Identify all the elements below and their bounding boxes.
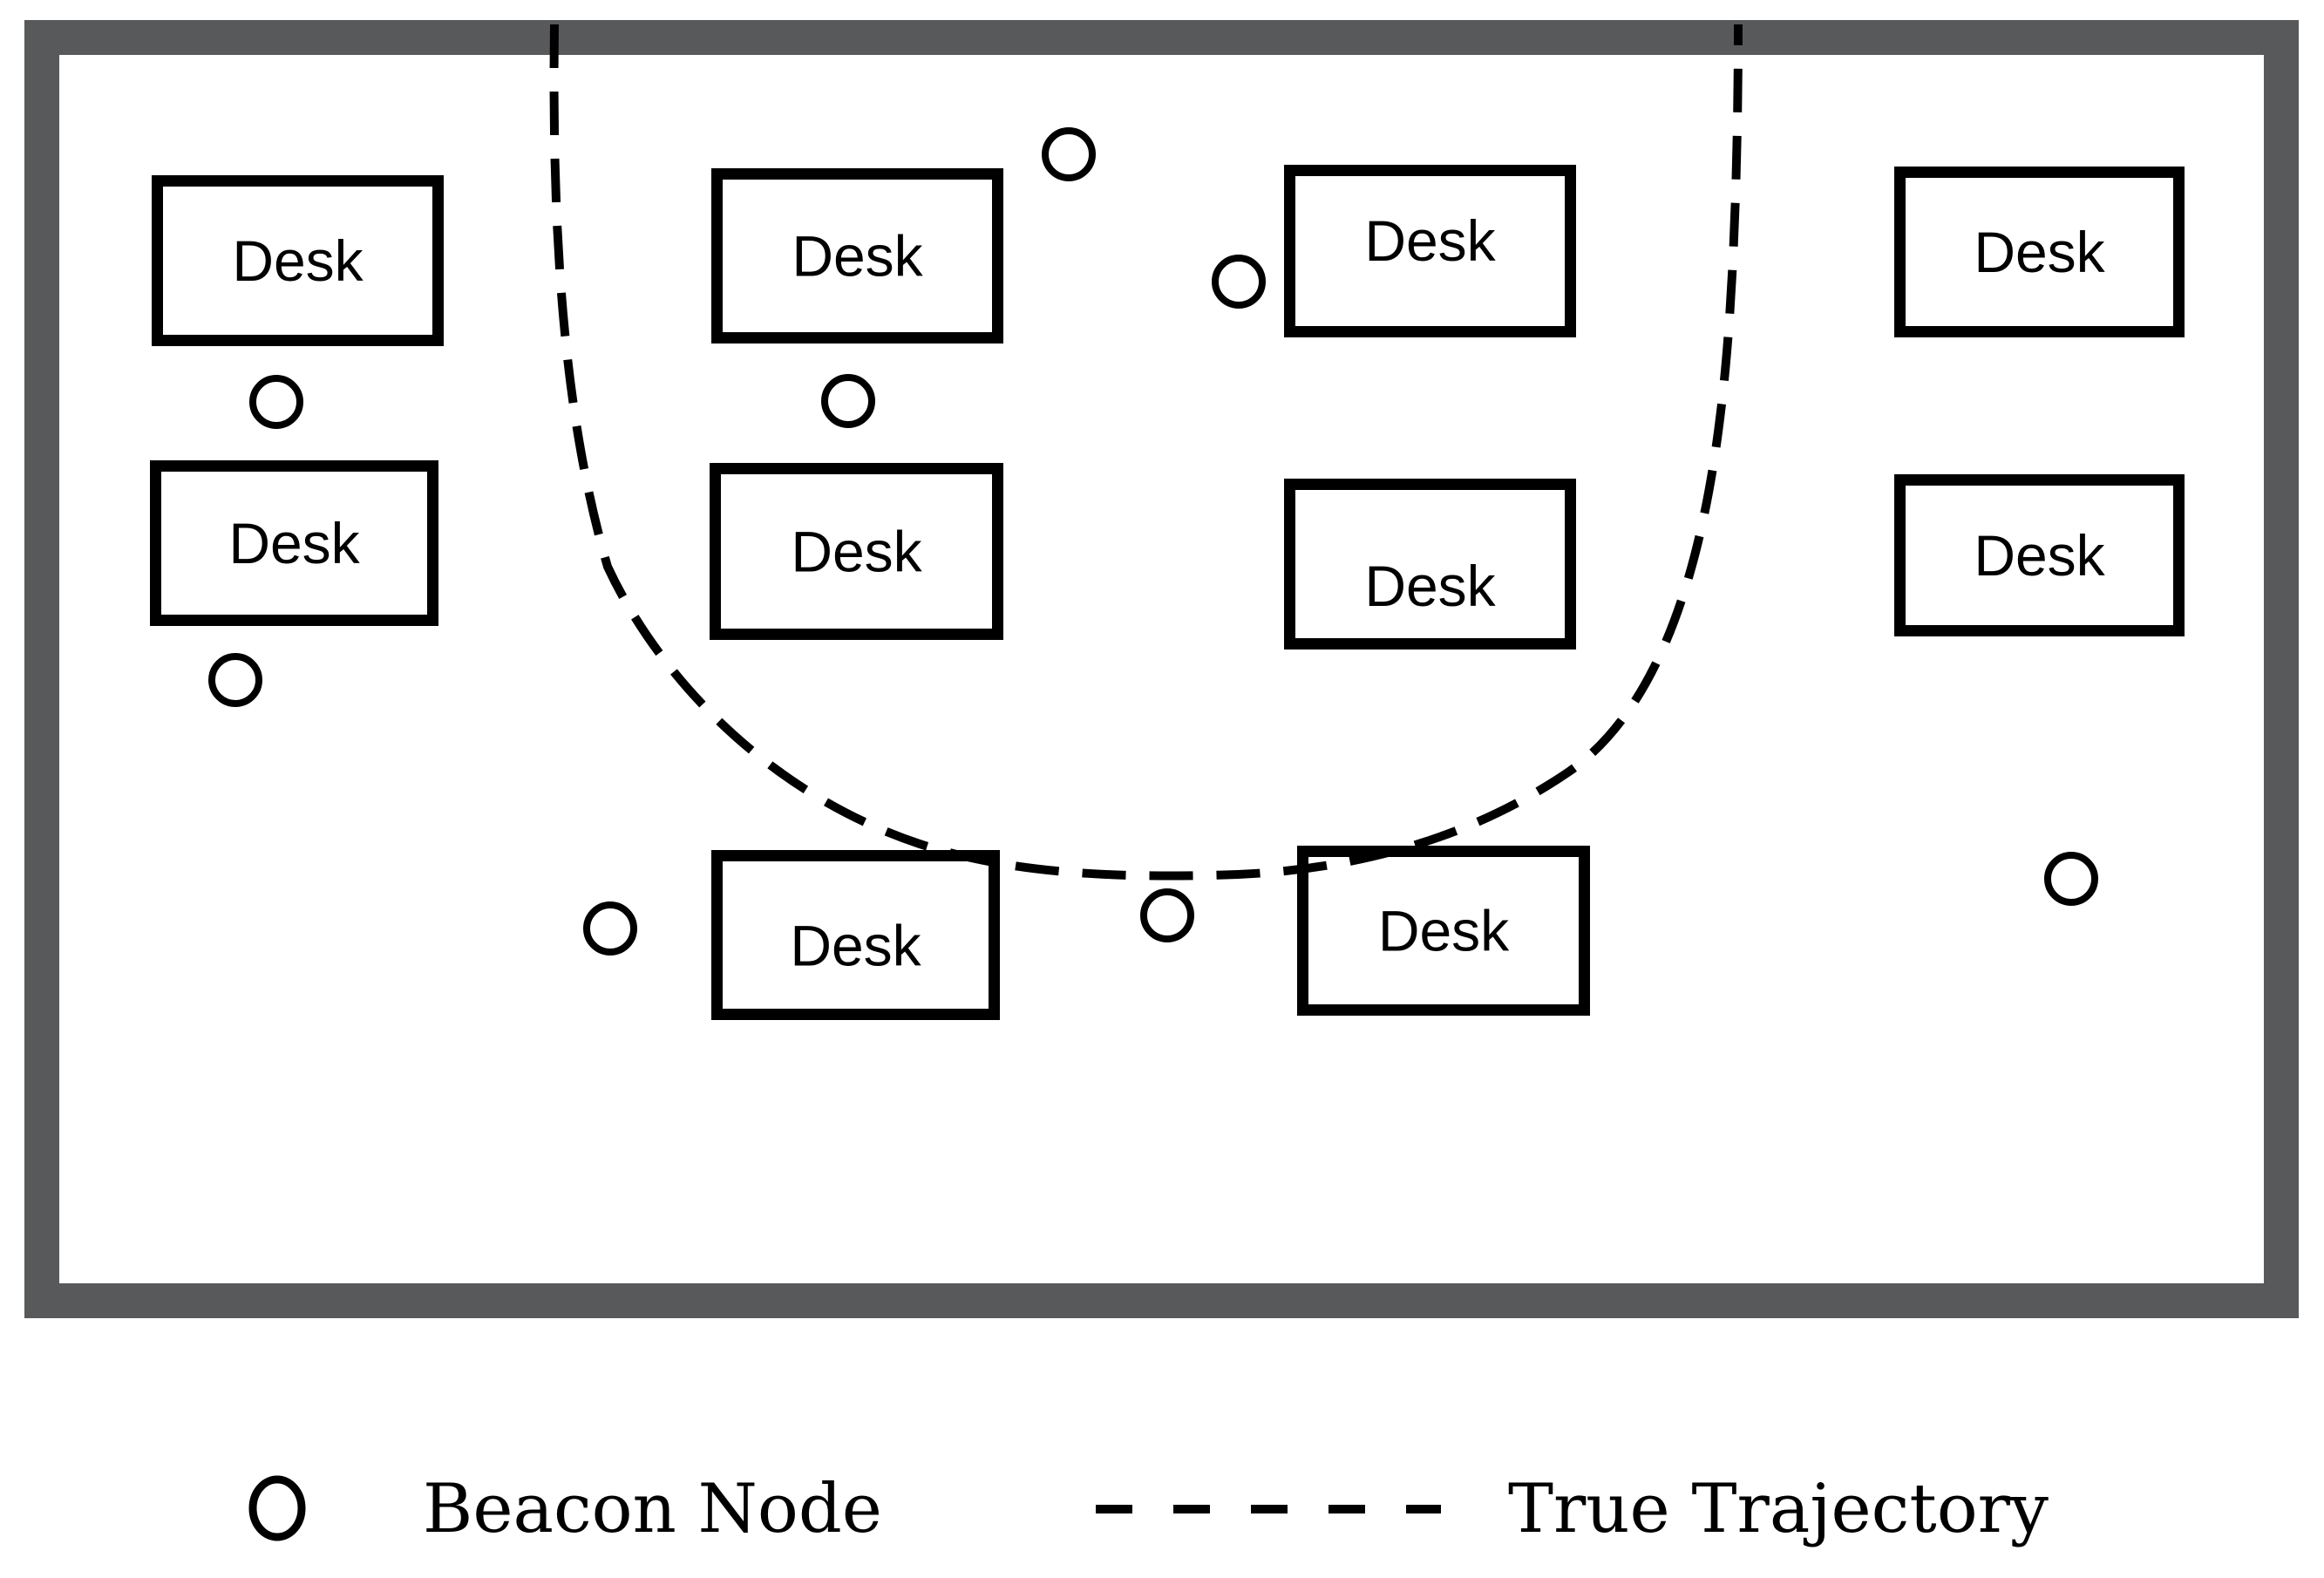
legend-beacon-label: Beacon Node bbox=[423, 1470, 882, 1548]
legend-trajectory-label: True Trajectory bbox=[1508, 1470, 2049, 1548]
desk-rect bbox=[1894, 474, 2185, 636]
desk-label: Desk bbox=[1364, 554, 1496, 618]
true-trajectory-path bbox=[549, 24, 1743, 881]
desk: Desk bbox=[1894, 167, 2185, 337]
beacon-node-icon bbox=[1212, 255, 1266, 309]
beacon-node-icon bbox=[821, 374, 875, 428]
desk-label: Desk bbox=[1378, 899, 1510, 963]
desk: Desk bbox=[152, 175, 444, 346]
desk-rect bbox=[1297, 846, 1590, 1016]
desk-rect bbox=[1284, 165, 1576, 337]
beacon-node-icon bbox=[1042, 127, 1096, 181]
desk: Desk bbox=[710, 463, 1003, 640]
desk-label: Desk bbox=[792, 224, 923, 289]
desk: Desk bbox=[1297, 846, 1590, 1016]
desk: Desk bbox=[1894, 474, 2185, 636]
desk-label: Desk bbox=[1974, 523, 2105, 588]
desk-label: Desk bbox=[232, 228, 364, 293]
desk-label: Desk bbox=[228, 511, 360, 575]
beacon-node-icon bbox=[248, 1475, 306, 1541]
desk-label: Desk bbox=[790, 914, 921, 978]
desk-label: Desk bbox=[1974, 220, 2105, 284]
desk: Desk bbox=[1284, 479, 1576, 650]
desk-rect bbox=[152, 175, 444, 346]
desk-rect bbox=[150, 460, 438, 626]
desk: Desk bbox=[150, 460, 438, 626]
desk: Desk bbox=[711, 850, 1000, 1020]
desk-rect bbox=[1284, 479, 1576, 650]
desk-rect bbox=[711, 168, 1003, 343]
desk: Desk bbox=[711, 168, 1003, 343]
legend: Beacon Node True Trajectory bbox=[248, 1470, 2049, 1548]
beacon-node-icon bbox=[208, 653, 262, 707]
desk-label: Desk bbox=[791, 520, 922, 584]
desk-rect bbox=[710, 463, 1003, 640]
desk-rect bbox=[711, 850, 1000, 1020]
desk-rect bbox=[1894, 167, 2185, 337]
desk-label: Desk bbox=[1364, 208, 1496, 273]
beacon-node-icon bbox=[249, 375, 303, 429]
beacons-group bbox=[208, 127, 2098, 956]
desk: Desk bbox=[1284, 165, 1576, 337]
beacon-node-icon bbox=[1140, 888, 1194, 942]
beacon-node-icon bbox=[2044, 852, 2098, 906]
beacon-node-icon bbox=[583, 901, 637, 956]
